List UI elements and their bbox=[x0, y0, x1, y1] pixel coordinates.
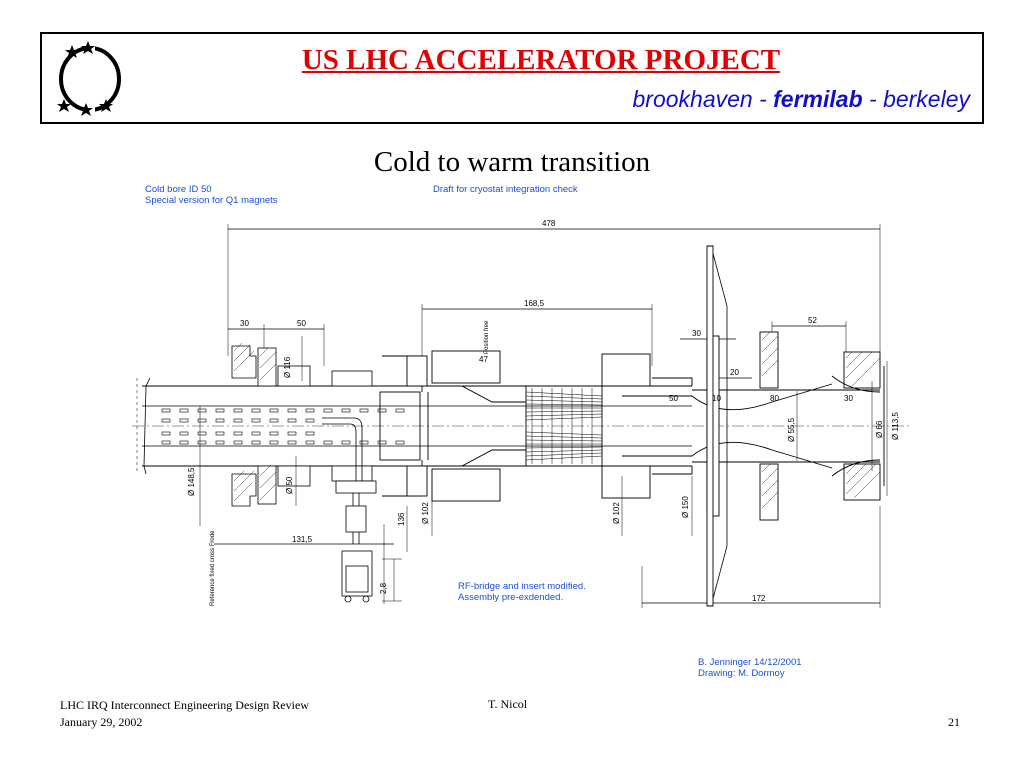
lab-names: brookhaven - fermilab - berkeley bbox=[633, 86, 971, 113]
header-banner: US LHC ACCELERATOR PROJECT brookhaven - … bbox=[40, 32, 984, 124]
reference-label: Reference fixed cross Frode bbox=[210, 530, 216, 606]
author-note: B. Jenninger 14/12/2001 Drawing: M. Dorm… bbox=[698, 657, 802, 679]
author-note-line1: B. Jenninger 14/12/2001 bbox=[698, 657, 802, 668]
dim-dia-148-5: Ø 148,5 bbox=[187, 467, 196, 496]
cold-bore-note-line1: Cold bore ID 50 bbox=[145, 184, 212, 195]
footer-author: T. Nicol bbox=[488, 697, 528, 711]
dim-52: 52 bbox=[808, 316, 817, 325]
footer-event: LHC IRQ Interconnect Engineering Design … bbox=[60, 697, 309, 731]
rf-bridge-fingers bbox=[525, 388, 603, 464]
dim-dia-66: Ø 66 bbox=[875, 420, 884, 438]
dim-80: 80 bbox=[770, 394, 779, 403]
author-note-line2: Drawing: M. Dormoy bbox=[698, 668, 785, 679]
perforated-liner bbox=[161, 408, 405, 445]
dim-168-5: 168,5 bbox=[524, 299, 545, 308]
dim-10: 10 bbox=[712, 394, 721, 403]
rf-bridge-note-line2: Assembly pre-exdended. bbox=[458, 592, 564, 603]
project-title: US LHC ACCELERATOR PROJECT bbox=[301, 44, 781, 76]
draft-note: Draft for cryostat integration check bbox=[433, 184, 578, 195]
page-number: 21 bbox=[948, 715, 960, 729]
dim-30-end: 30 bbox=[844, 394, 853, 403]
bellows-position-label: Position free bbox=[484, 320, 490, 354]
cold-bore-note-line2: Special version for Q1 magnets bbox=[145, 195, 278, 206]
dim-dia-50: Ø 50 bbox=[285, 476, 294, 494]
dim-172: 172 bbox=[752, 594, 766, 603]
dim-20: 20 bbox=[730, 368, 739, 377]
dim-dia-113-5: Ø 113,5 bbox=[891, 412, 900, 440]
dim-47: 47 bbox=[479, 355, 488, 364]
dim-50-left: 50 bbox=[297, 319, 306, 328]
lab-berkeley: - berkeley bbox=[862, 86, 970, 112]
lhc-logo-icon bbox=[52, 41, 128, 117]
dim-dia-116: Ø 116 bbox=[283, 356, 292, 378]
dim-2-8: 2,8 bbox=[379, 582, 388, 594]
dim-dia-55-5: Ø 55,5 bbox=[787, 417, 796, 442]
lab-brookhaven: brookhaven - bbox=[632, 86, 774, 112]
dim-30-right: 30 bbox=[692, 329, 701, 338]
dim-dia-102-left: Ø 102 bbox=[421, 502, 430, 524]
footer-date: January 29, 2002 bbox=[60, 715, 143, 729]
cold-bore-note: Cold bore ID 50 Special version for Q1 m… bbox=[145, 184, 278, 206]
footer-event-name: LHC IRQ Interconnect Engineering Design … bbox=[60, 698, 309, 712]
dim-30-left: 30 bbox=[240, 319, 249, 328]
dim-dia-150: Ø 150 bbox=[681, 496, 690, 518]
dim-136: 136 bbox=[397, 512, 406, 526]
lab-fermilab: fermilab bbox=[773, 86, 863, 112]
rf-bridge-note: RF-bridge and insert modified. Assembly … bbox=[458, 581, 586, 603]
dim-50-right: 50 bbox=[669, 394, 678, 403]
dim-478: 478 bbox=[542, 219, 556, 228]
rf-bridge-note-line1: RF-bridge and insert modified. bbox=[458, 581, 586, 592]
transition-body bbox=[379, 350, 693, 502]
cryo-connection bbox=[322, 417, 402, 603]
warm-beam-tube bbox=[622, 245, 885, 607]
dim-131-5: 131,5 bbox=[292, 535, 313, 544]
slide-title: Cold to warm transition bbox=[373, 146, 651, 178]
technical-drawing: 478 168,5 30 50 30 52 20 50 10 80 30 131… bbox=[132, 219, 912, 608]
dim-dia-102-right: Ø 102 bbox=[612, 502, 621, 524]
